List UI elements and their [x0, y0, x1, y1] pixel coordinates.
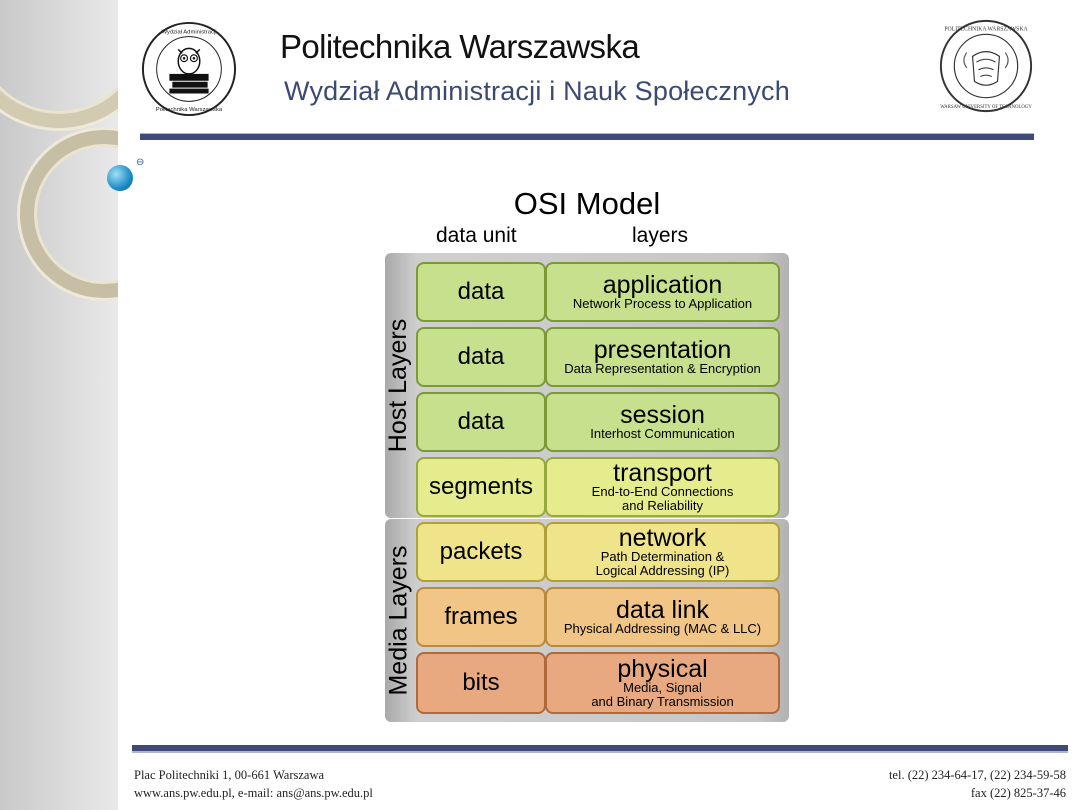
layer-description: Data Representation & Encryption	[564, 361, 761, 376]
small-ornament-icon: ⊖	[136, 157, 145, 168]
data-unit-cell: frames	[416, 587, 546, 647]
layer-description: Media, Signal	[623, 680, 702, 695]
svg-text:WARSAW UNIVERSITY OF TECHNOLOG: WARSAW UNIVERSITY OF TECHNOLOGY	[940, 105, 1032, 110]
layer-name: physical	[617, 655, 708, 683]
layer-description: and Binary Transmission	[591, 694, 734, 709]
column-header-layers: layers	[632, 224, 689, 247]
layer-name: network	[618, 524, 707, 552]
decorative-ring	[20, 130, 118, 298]
diagram-title: OSI Model	[513, 186, 661, 221]
data-unit-cell: packets	[416, 522, 546, 582]
footer-contact-left: Plac Politechniki 1, 00-661 Warszawa www…	[134, 766, 373, 802]
data-unit-cell: segments	[416, 457, 546, 517]
layer-presentation: presentation Data Representation & Encry…	[545, 327, 780, 387]
layer-name: application	[602, 271, 723, 299]
layer-description: Physical Addressing (MAC & LLC)	[563, 621, 762, 636]
footer-contact-right: tel. (22) 234-64-17, (22) 234-59-58 fax …	[889, 766, 1066, 802]
layer-application: application Network Process to Applicati…	[545, 262, 780, 322]
page-subtitle: Wydział Administracji i Nauk Społecznych	[284, 76, 790, 106]
footer-web-email: www.ans.pw.edu.pl, e-mail: ans@ans.pw.ed…	[134, 786, 373, 800]
footer-divider	[132, 745, 1068, 753]
layer-description: Path Determination &	[600, 549, 725, 564]
host-layers-label: Host Layers	[384, 318, 413, 453]
page-title: Politechnika Warszawska	[280, 28, 640, 65]
layer-description: Interhost Communication	[590, 426, 735, 441]
layer-session: session Interhost Communication	[545, 392, 780, 452]
data-unit-cell: data	[416, 327, 546, 387]
layer-physical: physical Media, Signal and Binary Transm…	[545, 652, 780, 714]
media-layers-label: Media Layers	[384, 545, 413, 696]
header-divider	[140, 133, 1034, 140]
logo-left-lettering: Wydział Administracji	[161, 30, 216, 36]
layer-description: End-to-End Connections	[591, 484, 734, 499]
globe-icon	[107, 165, 133, 191]
column-header-data-unit: data unit	[436, 224, 517, 247]
footer-fax: fax (22) 825-37-46	[970, 786, 1066, 800]
faculty-logo: Wydział Administracji Politechnika Warsz…	[141, 21, 237, 117]
layer-network: network Path Determination & Logical Add…	[545, 522, 780, 582]
data-unit-cell: bits	[416, 652, 546, 714]
layer-description: Logical Addressing (IP)	[595, 563, 730, 578]
layer-name: transport	[613, 459, 712, 487]
decorative-side-band	[0, 0, 118, 810]
layer-name: presentation	[593, 336, 732, 364]
layer-description: Network Process to Application	[572, 296, 753, 311]
university-seal: POLITECHNIKA WARSZAWSKA WARSAW UNIVERSIT…	[939, 19, 1032, 113]
layer-transport: transport End-to-End Connections and Rel…	[545, 457, 780, 517]
footer-phone: tel. (22) 234-64-17, (22) 234-59-58	[888, 768, 1066, 782]
svg-text:POLITECHNIKA WARSZAWSKA: POLITECHNIKA WARSZAWSKA	[944, 26, 1028, 32]
decorative-ring	[0, 0, 118, 128]
data-unit-cell: data	[416, 392, 546, 452]
svg-text:Politechnika Warszawska: Politechnika Warszawska	[156, 107, 223, 113]
layer-description: and Reliability	[622, 498, 703, 513]
layer-data-link: data link Physical Addressing (MAC & LLC…	[545, 587, 780, 647]
layer-name: data link	[615, 596, 710, 624]
layer-name: session	[620, 401, 705, 429]
data-unit-cell: data	[416, 262, 546, 322]
footer-address: Plac Politechniki 1, 00-661 Warszawa	[134, 768, 325, 782]
